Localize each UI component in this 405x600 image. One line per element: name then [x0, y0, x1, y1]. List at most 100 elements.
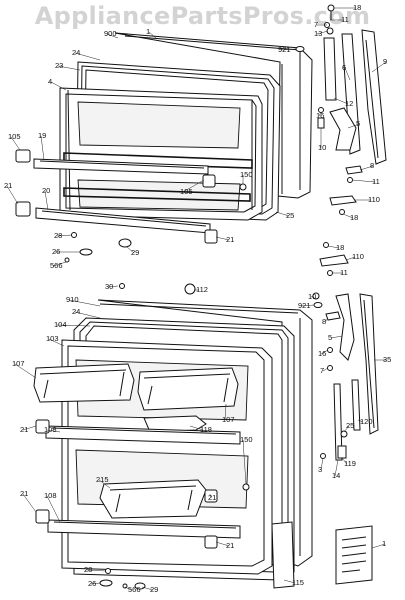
part-callout-910: 910: [66, 295, 79, 304]
end-cap-21-left-b: [35, 509, 50, 524]
leader-line-c921b: [300, 304, 315, 307]
part-callout-21: 21: [208, 493, 216, 502]
freezer-liner-recess-upper: [77, 101, 241, 149]
leader-line-c4: [50, 81, 67, 91]
leader-line-c7b: [322, 367, 329, 372]
part-callout-7: 7: [320, 366, 324, 375]
freezer-shelf-upper: [63, 152, 253, 169]
screw-28-upper: [71, 232, 77, 238]
leader-line-c104: [56, 324, 91, 327]
part-callout-5: 5: [356, 119, 360, 128]
hinge-bracket-5-lower: [335, 293, 355, 361]
part-callout-5: 5: [328, 333, 332, 342]
part-callout-110: 110: [352, 252, 364, 261]
hinge-plate-8-lower: [325, 311, 341, 321]
freezer-liner-recess-lower: [77, 179, 241, 211]
part-callout-10: 10: [318, 143, 326, 152]
leader-line-c1a: [148, 31, 157, 39]
pin-18-center: [323, 242, 329, 248]
leader-line-c105a: [10, 136, 21, 151]
stop-26-upper: [79, 248, 93, 256]
hinge-bar-12: [323, 37, 337, 101]
leader-line-c26b: [90, 582, 101, 585]
screw-566-lower: [122, 583, 128, 589]
part-callout-108: 108: [44, 491, 57, 500]
part-callout-28: 28: [54, 231, 62, 240]
leader-line-c21f: [215, 541, 230, 547]
part-callout-921: 921: [298, 301, 311, 310]
cam-10-upper: [317, 117, 325, 129]
leader-line-c18b: [342, 213, 354, 219]
leader-line-c29b: [141, 586, 154, 591]
screw-150-lower: [242, 483, 250, 491]
leader-line-c5a: [347, 123, 360, 129]
freezer-hinge-assembly: [295, 4, 387, 215]
hinge-plate-8-upper: [345, 165, 363, 175]
part-callout-7: 7: [314, 20, 318, 29]
leader-line-c9: [371, 61, 387, 73]
freezer-door-assembly: [15, 32, 313, 244]
gasket-clip-921-lower: [313, 302, 323, 308]
leader-line-c110b: [345, 256, 356, 261]
hinge-bar-14: [333, 383, 343, 461]
part-callout-566: 566: [128, 585, 141, 594]
end-cap-21-right-b: [204, 535, 218, 549]
pin-18-lower-freezer: [339, 209, 345, 215]
part-callout-18: 18: [350, 213, 358, 222]
leader-line-c118: [189, 425, 204, 431]
leader-line-c115: [283, 579, 296, 584]
gasket-strip-115: [271, 521, 295, 589]
leader-line-c11b: [351, 179, 376, 183]
bushing-7-lower: [327, 365, 333, 371]
part-callout-24: 24: [72, 307, 80, 316]
part-callout-1: 1: [146, 27, 150, 36]
screw-11-upper: [347, 177, 353, 183]
part-callout-21: 21: [226, 235, 234, 244]
door-shelf-108-lower: [47, 519, 241, 539]
leader-line-c30: [107, 285, 119, 288]
part-callout-21: 21: [20, 425, 28, 434]
leader-line-c28b: [86, 569, 107, 572]
part-callout-24: 24: [72, 48, 80, 57]
hinge-strip-9: [361, 29, 387, 165]
part-callout-112: 112: [196, 285, 208, 294]
hinge-cam-119: [337, 445, 347, 459]
part-callout-103: 103: [46, 334, 59, 343]
part-callout-14: 14: [332, 471, 340, 480]
part-callout-29: 29: [150, 585, 158, 594]
part-callout-120: 120: [360, 417, 373, 426]
leader-line-c21e: [22, 493, 37, 513]
leader-line-c13a: [316, 30, 329, 35]
leader-line-c21a: [6, 185, 19, 205]
end-cap-105-right: [202, 174, 216, 188]
leader-line-c1b: [371, 543, 386, 549]
spacer-16-lower: [327, 347, 333, 353]
part-callout-12: 12: [345, 99, 353, 108]
leader-line-c24a: [74, 52, 101, 61]
leader-line-c6: [344, 67, 351, 81]
leader-line-c921a: [280, 48, 297, 51]
leader-line-c24b: [74, 311, 101, 319]
leader-line-c119: [341, 457, 348, 465]
screw-150-upper: [239, 183, 247, 191]
hinge-bar-120: [351, 379, 361, 431]
fresh-food-door-assembly: [33, 299, 313, 589]
end-cap-21-right-a: [204, 489, 218, 503]
part-callout-107: 107: [222, 415, 235, 424]
leader-line-c150b: [242, 439, 247, 485]
leader-line-c107a: [14, 363, 37, 379]
part-callout-105: 105: [8, 132, 21, 141]
part-callout-35: 35: [383, 355, 391, 364]
part-callout-108: 108: [44, 425, 57, 434]
part-callout-21: 21: [20, 489, 28, 498]
screw-11-center: [327, 270, 333, 276]
screw-3: [320, 453, 326, 459]
part-callout-105: 105: [180, 187, 193, 196]
part-callout-3: 3: [318, 465, 322, 474]
leader-line-c120: [357, 419, 364, 423]
leader-line-c566b: [124, 586, 132, 591]
part-callout-921: 921: [278, 45, 291, 54]
part-callout-13: 13: [314, 29, 322, 38]
freezer-shelf-lower: [63, 187, 251, 202]
